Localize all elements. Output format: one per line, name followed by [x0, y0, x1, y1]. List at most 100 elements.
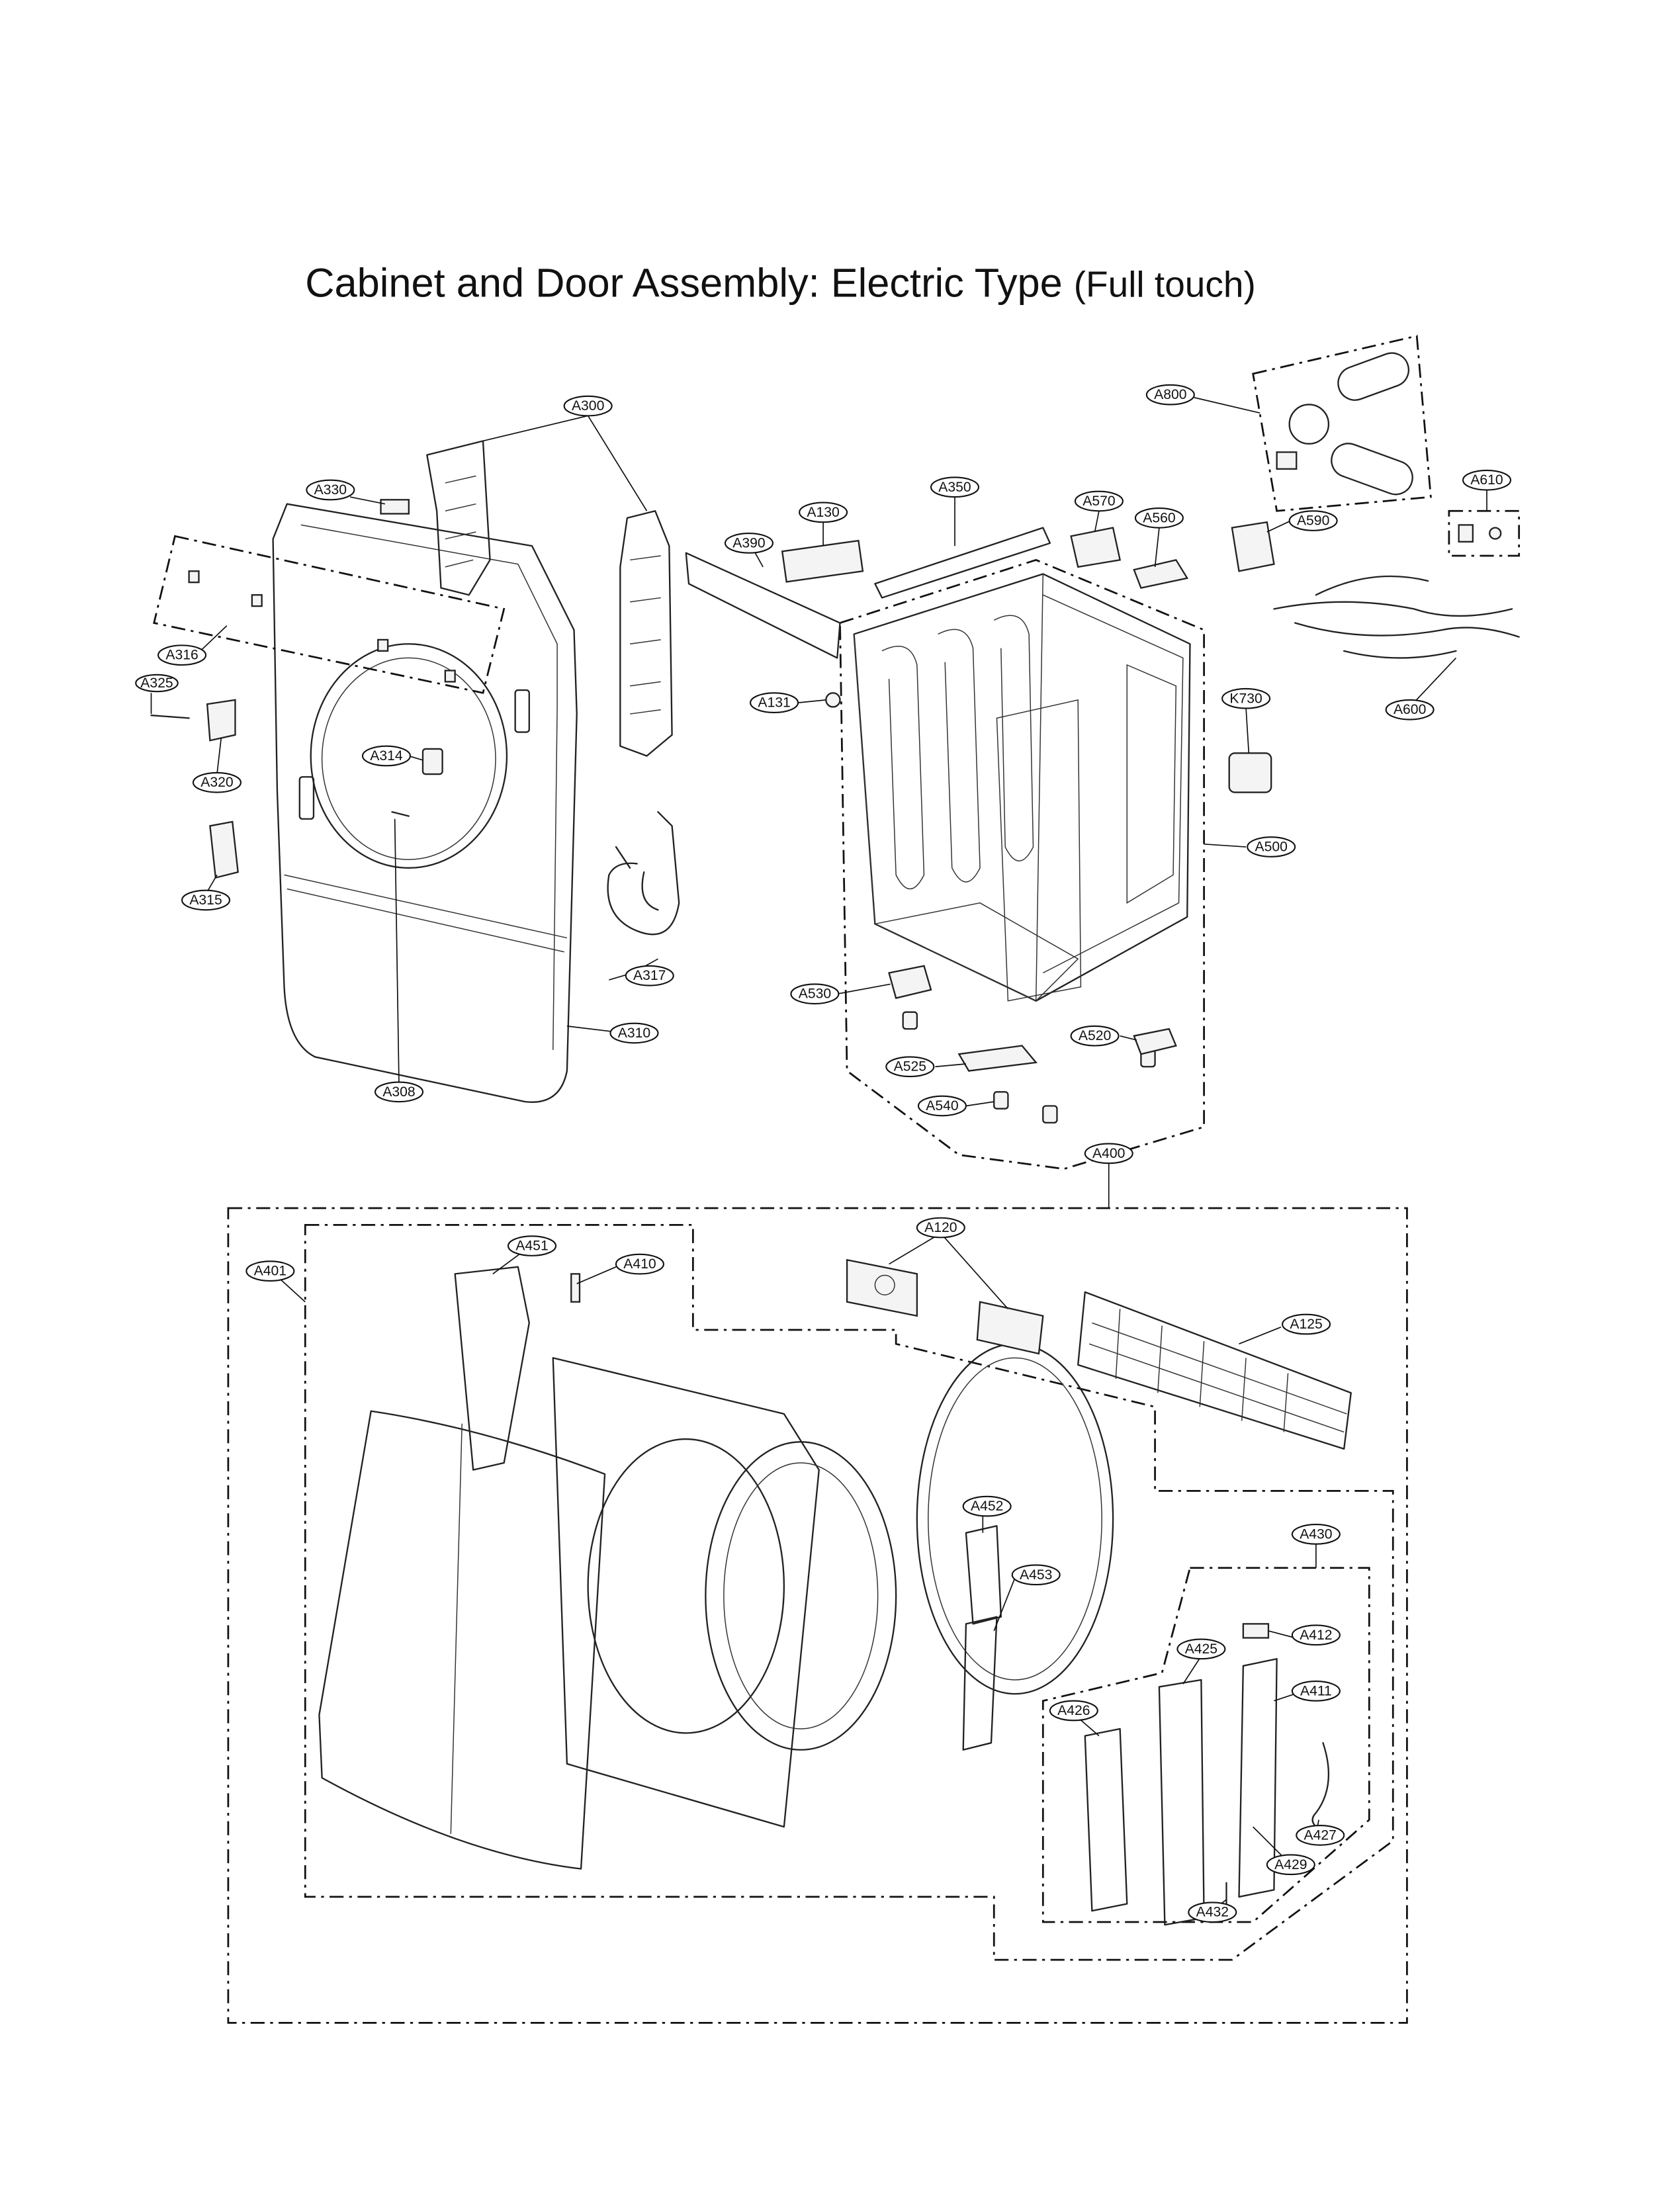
top-bracket-right-a300	[619, 510, 673, 757]
part-a610-outline	[1448, 509, 1521, 557]
part-a308-screw	[391, 810, 410, 817]
callout-a130: A130	[799, 502, 848, 523]
callout-a451-label: A451	[515, 1239, 548, 1254]
leveling-foot-3	[1042, 1105, 1058, 1124]
callout-a310-label: A310	[618, 1026, 650, 1041]
callout-a432-label: A432	[1196, 1905, 1229, 1920]
leader-a426	[1077, 1717, 1100, 1737]
diagram-title-main: Cabinet and Door Assembly: Electric Type	[305, 261, 1063, 306]
door-subassembly-outline-a401	[304, 1223, 1394, 1961]
front-panel-slot-left	[298, 776, 315, 820]
callout-a308: A308	[374, 1081, 424, 1103]
control-panel-outline-a316	[153, 535, 506, 694]
callout-a600: A600	[1385, 699, 1435, 721]
duct-a800-tube-1	[1337, 352, 1410, 401]
callout-k730: K730	[1221, 687, 1271, 709]
callout-a429: A429	[1266, 1854, 1315, 1876]
callout-a130-label: A130	[807, 505, 839, 520]
callout-a316: A316	[157, 644, 207, 666]
callout-a410: A410	[615, 1253, 664, 1275]
callout-a411: A411	[1291, 1681, 1341, 1702]
control-board-a130	[781, 539, 864, 583]
callout-a426: A426	[1049, 1700, 1098, 1722]
callout-a390: A390	[724, 533, 774, 554]
valve-k730	[1228, 752, 1272, 793]
callout-a530-label: A530	[799, 986, 831, 1002]
callout-a316-label: A316	[165, 648, 198, 663]
door-assembly-group	[227, 1207, 1408, 2024]
front-panel-crease	[284, 874, 568, 953]
panel-clip-1	[188, 570, 200, 584]
leader-a308	[394, 818, 400, 1085]
cabinet-outline-a500	[839, 558, 1205, 1170]
part-a412	[1242, 1623, 1270, 1639]
front-panel-group	[150, 440, 680, 1103]
leader-a410	[576, 1266, 617, 1284]
callout-a570: A570	[1074, 490, 1124, 512]
wire-a427	[1311, 1742, 1330, 1828]
leader-a560	[1154, 527, 1160, 567]
callout-a350-label: A350	[938, 480, 971, 495]
part-a131	[825, 692, 841, 708]
callouts: A300 A330 A316 A325 A320 A314 A315 A317 …	[135, 384, 1512, 1923]
leader-a411	[1274, 1693, 1296, 1702]
callout-a560-label: A560	[1143, 510, 1175, 525]
callout-a330: A330	[306, 479, 355, 501]
front-panel-inner-edge	[300, 524, 558, 1050]
front-panel-slot-right	[514, 689, 530, 733]
bracket-a525	[957, 1045, 1038, 1072]
callout-a430: A430	[1291, 1524, 1341, 1545]
part-a325-screw	[150, 715, 190, 719]
door-glass-ring-inner	[723, 1462, 879, 1729]
callout-a610: A610	[1462, 469, 1512, 491]
callout-a451: A451	[507, 1235, 557, 1256]
callout-a131: A131	[750, 692, 799, 713]
bracket-a452	[965, 1525, 1002, 1625]
callout-a800: A800	[1145, 384, 1195, 406]
callout-a325: A325	[135, 674, 179, 693]
front-panel-a310	[272, 503, 578, 1103]
callout-a412: A412	[1291, 1624, 1341, 1646]
leader-a310	[566, 1026, 613, 1033]
part-a410	[570, 1273, 581, 1303]
part-a330	[380, 499, 410, 515]
callout-a610-label: A610	[1470, 472, 1503, 488]
control-panel-a125	[1077, 1291, 1352, 1450]
door-panel	[318, 1410, 606, 1870]
leader-a500	[1204, 843, 1247, 848]
callout-a560: A560	[1134, 507, 1184, 529]
control-module-a120	[846, 1258, 918, 1317]
callout-a320: A320	[192, 771, 242, 793]
control-panel-a125-grid	[1088, 1309, 1347, 1433]
callout-a125: A125	[1282, 1313, 1331, 1335]
callout-a314: A314	[361, 745, 411, 767]
leader-a330	[349, 496, 386, 505]
panel-clip-3	[444, 670, 456, 683]
callout-a525-label: A525	[894, 1059, 926, 1074]
cabinet-corrugation-2	[938, 629, 981, 883]
callout-a314-label: A314	[370, 748, 403, 764]
cabinet-group	[685, 335, 1521, 1170]
callout-a131-label: A131	[758, 695, 790, 711]
leader-a412	[1268, 1630, 1296, 1639]
part-a560	[1133, 558, 1189, 589]
leader-a320	[216, 737, 222, 775]
part-a315	[209, 820, 239, 879]
leader-a570	[1094, 511, 1100, 533]
callout-a330-label: A330	[314, 482, 347, 498]
control-module-a120-knob	[874, 1274, 895, 1295]
door-gasket-inner	[928, 1357, 1102, 1681]
callout-a500: A500	[1247, 836, 1296, 857]
callout-a540: A540	[917, 1095, 967, 1117]
leader-a600	[1409, 657, 1457, 708]
callout-a315-label: A315	[189, 893, 222, 908]
leader-a314	[408, 755, 423, 761]
leader-a530	[837, 983, 891, 995]
leveling-foot-1	[902, 1011, 918, 1030]
leader-a125	[1239, 1327, 1282, 1344]
callout-a120: A120	[916, 1217, 965, 1239]
leader-a540	[965, 1101, 995, 1107]
callout-a125-label: A125	[1290, 1317, 1322, 1332]
duct-a800-tube-2	[1331, 443, 1413, 496]
cabinet-base	[873, 902, 1079, 1002]
